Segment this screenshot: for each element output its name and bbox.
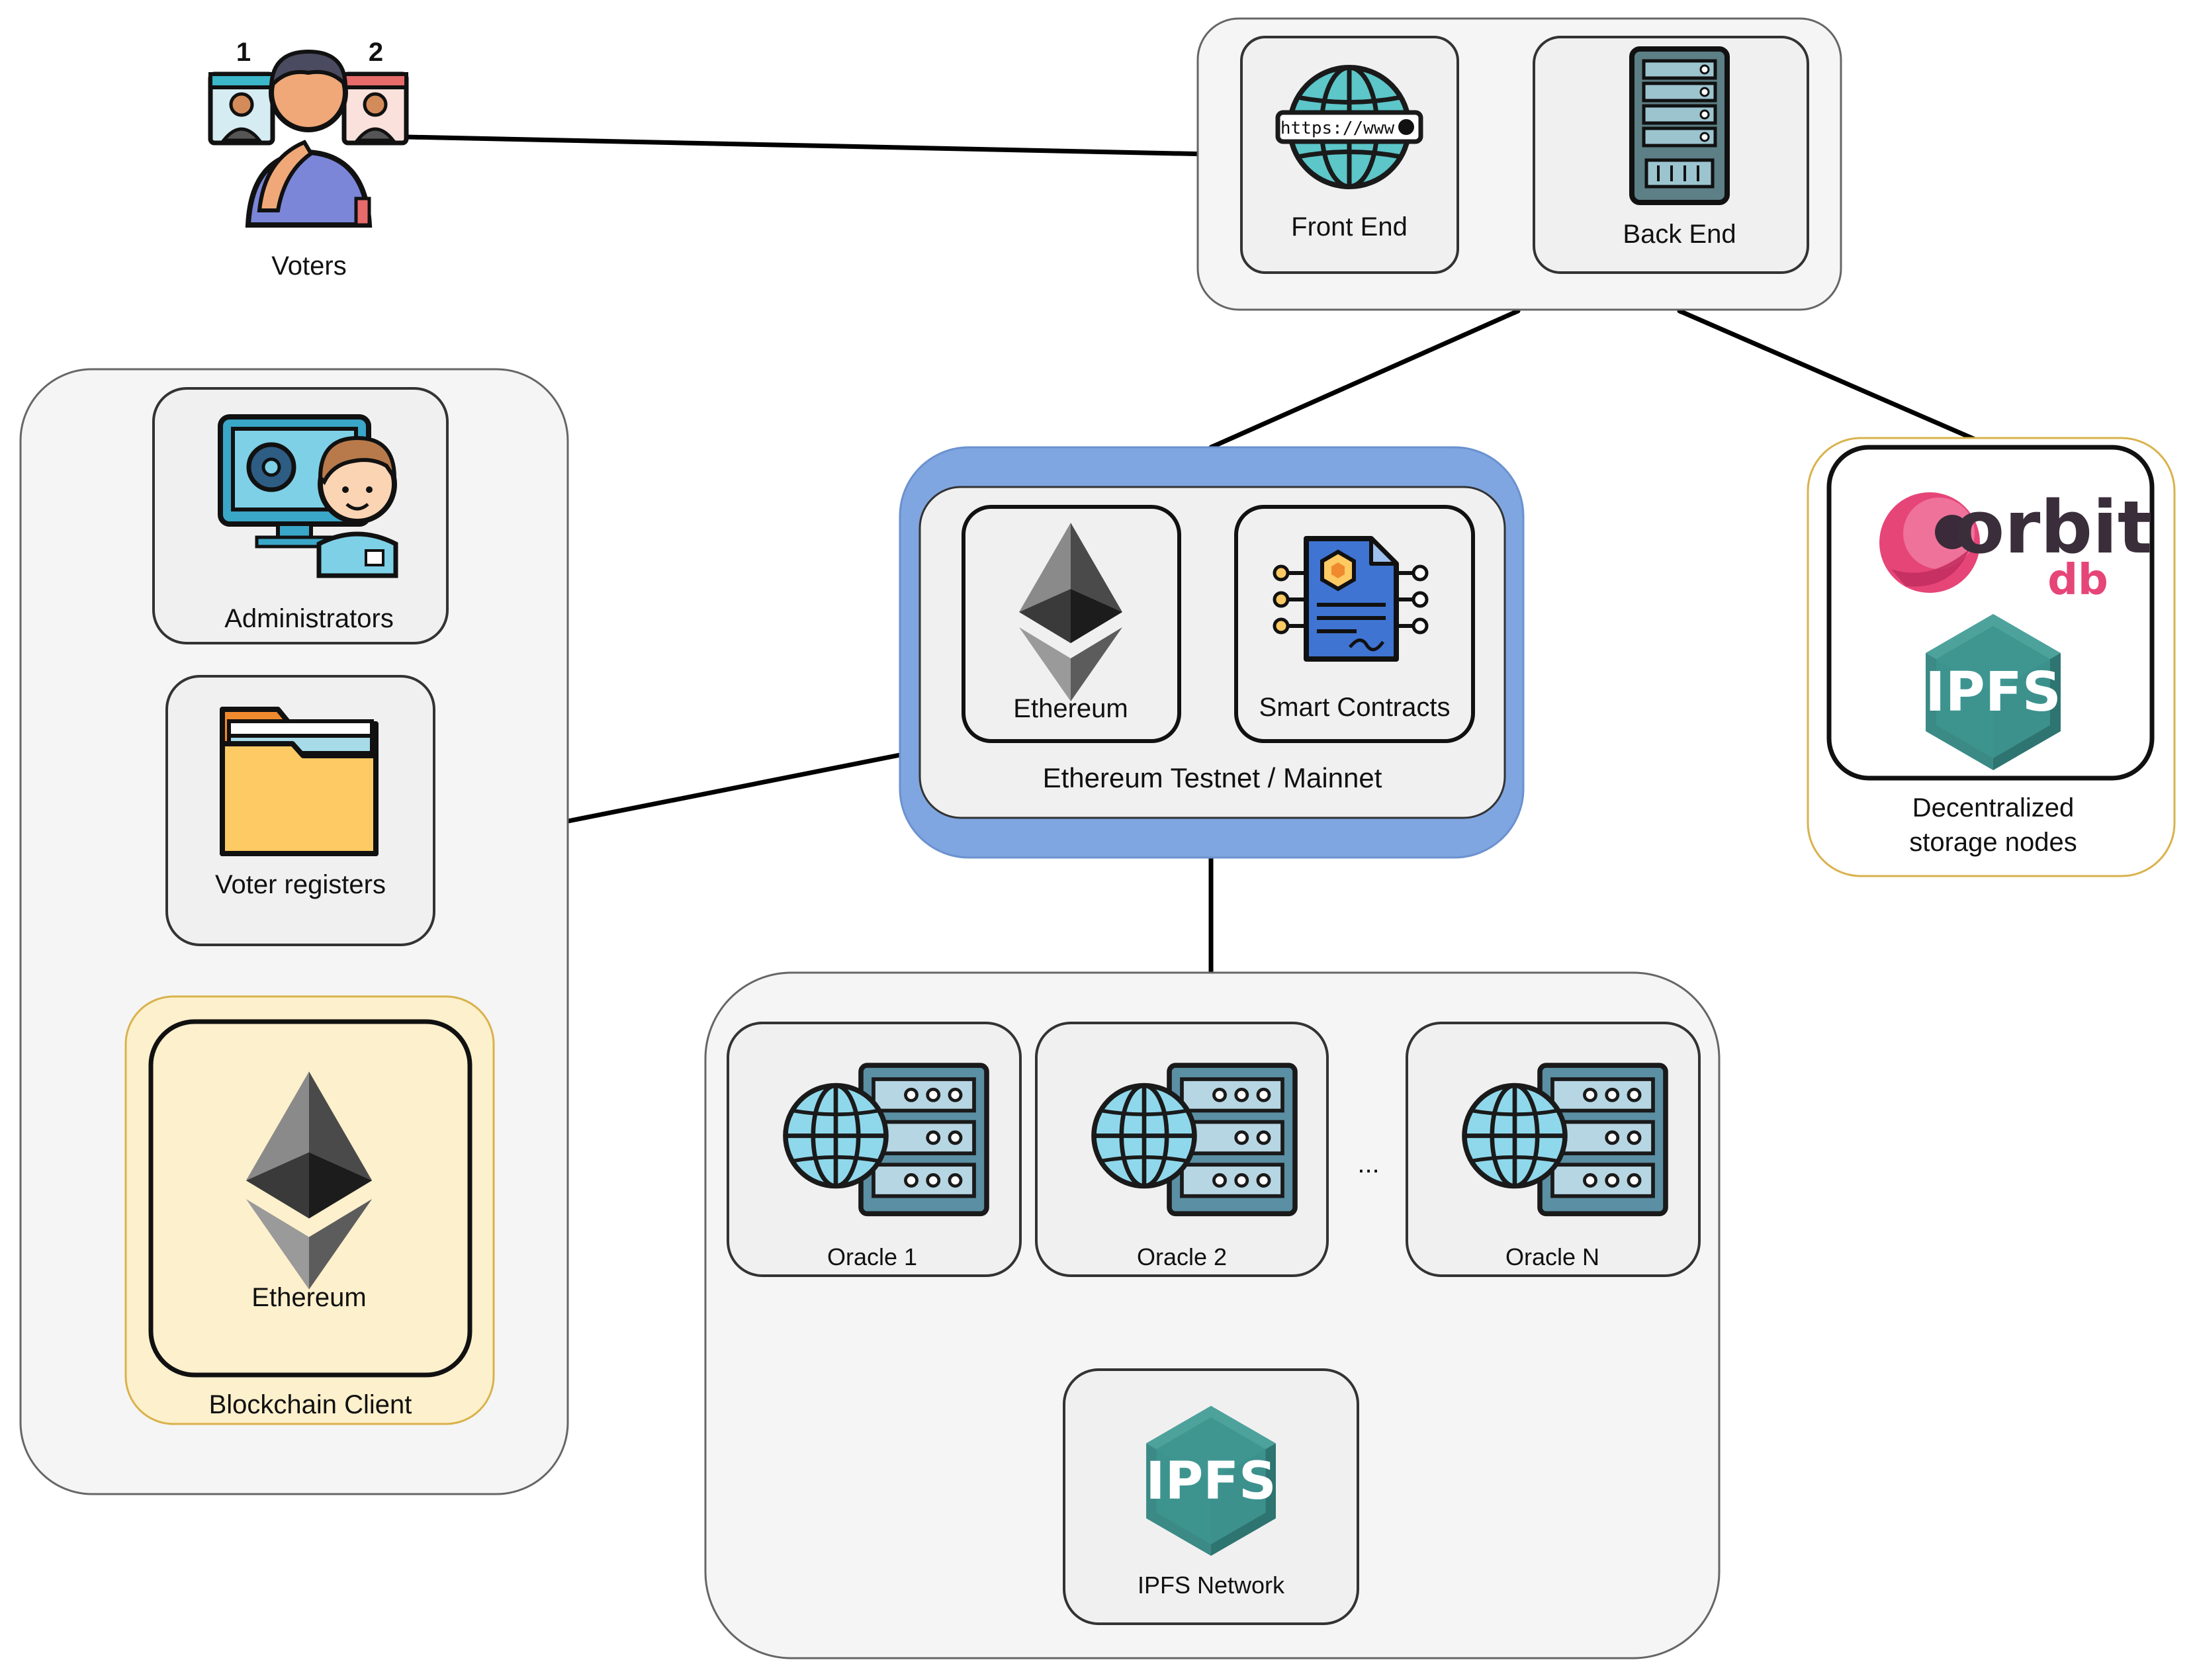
voter-person-icon: 1 2	[208, 38, 409, 228]
voters-actor: 1 2 Voters	[208, 38, 409, 281]
administrators-node: Administrators	[152, 387, 449, 644]
oracle-2-label: Oracle 2	[1137, 1243, 1227, 1270]
oracles-group: Oracle 1 Oracle 2 ... Oracle N IPFS IPFS…	[704, 971, 1721, 1659]
https-text: https://www	[1280, 118, 1395, 138]
administrators-label: Administrators	[224, 604, 394, 633]
ipfs-network-label: IPFS Network	[1138, 1571, 1285, 1599]
front-end-label: Front End	[1291, 212, 1408, 242]
db-text: db	[2047, 556, 2108, 605]
web-app-group: https://www Front End	[1196, 17, 1842, 311]
voter-registers-label: Voter registers	[215, 870, 386, 899]
oracle-1-node: Oracle 1	[727, 1022, 1022, 1277]
back-end-node: Back End	[1533, 36, 1809, 274]
decentralized-storage-group: orbit db IPFS Decentralized storage node…	[1807, 437, 2176, 877]
folder-icon	[220, 707, 379, 856]
back-end-label: Back End	[1623, 220, 1736, 249]
ipfs-network-node: IPFS IPFS Network	[1063, 1368, 1359, 1625]
oracle-ellipsis: ...	[1357, 1149, 1379, 1178]
blockchain-client-label: Blockchain Client	[209, 1390, 412, 1419]
ethereum-net-node: Ethereum	[962, 505, 1181, 743]
oracle-1-label: Oracle 1	[827, 1243, 917, 1270]
edge-voters-frontend	[404, 134, 1243, 157]
ethereum-net-label: Ethereum	[1013, 694, 1128, 723]
ipfs-logo-text: IPFS	[1925, 661, 2061, 724]
voters-label: Voters	[271, 251, 346, 281]
ipfs-network-logo-text: IPFS	[1145, 1450, 1276, 1511]
admin-group: Administrators Voter registers Ethereum …	[19, 368, 569, 1495]
storage-label-line1: Decentralized	[1912, 793, 2075, 822]
oracle-2-node: Oracle 2	[1035, 1022, 1329, 1277]
oracle-n-node: Oracle N	[1406, 1022, 1701, 1277]
smart-contracts-node: Smart Contracts	[1234, 505, 1475, 743]
blockchain-client-group: Ethereum Blockchain Client	[124, 995, 495, 1425]
front-end-node: https://www Front End	[1240, 36, 1459, 274]
edge-webapp-storage	[1677, 308, 1996, 450]
orbit-text: orbit	[1955, 485, 2153, 570]
server-rack-icon	[1629, 46, 1730, 205]
voter-number-1: 1	[236, 38, 251, 67]
edge-webapp-ethereum	[1208, 308, 1521, 450]
ethereum-testnet-label: Ethereum Testnet / Mainnet	[1043, 762, 1382, 793]
smart-contract-icon	[1273, 536, 1429, 662]
storage-label-line2: storage nodes	[1909, 828, 2077, 857]
ethereum-client-node: Ethereum	[148, 1019, 472, 1378]
admin-monitor-icon	[218, 414, 398, 578]
ethereum-client-label: Ethereum	[251, 1283, 366, 1312]
voter-registers-node: Voter registers	[165, 675, 435, 946]
voter-number-2: 2	[369, 38, 383, 67]
orbitdb-logo-icon: orbit db	[1879, 485, 2152, 605]
oracle-n-label: Oracle N	[1505, 1243, 1599, 1270]
ipfs-logo-icon: IPFS	[1145, 1405, 1277, 1556]
smart-contracts-label: Smart Contracts	[1259, 693, 1451, 722]
ethereum-network-group: Ethereum	[899, 446, 1525, 859]
globe-icon: https://www	[1275, 67, 1423, 187]
edge-admin-ethereum	[565, 752, 903, 824]
ipfs-logo-icon: IPFS	[1925, 614, 2061, 770]
